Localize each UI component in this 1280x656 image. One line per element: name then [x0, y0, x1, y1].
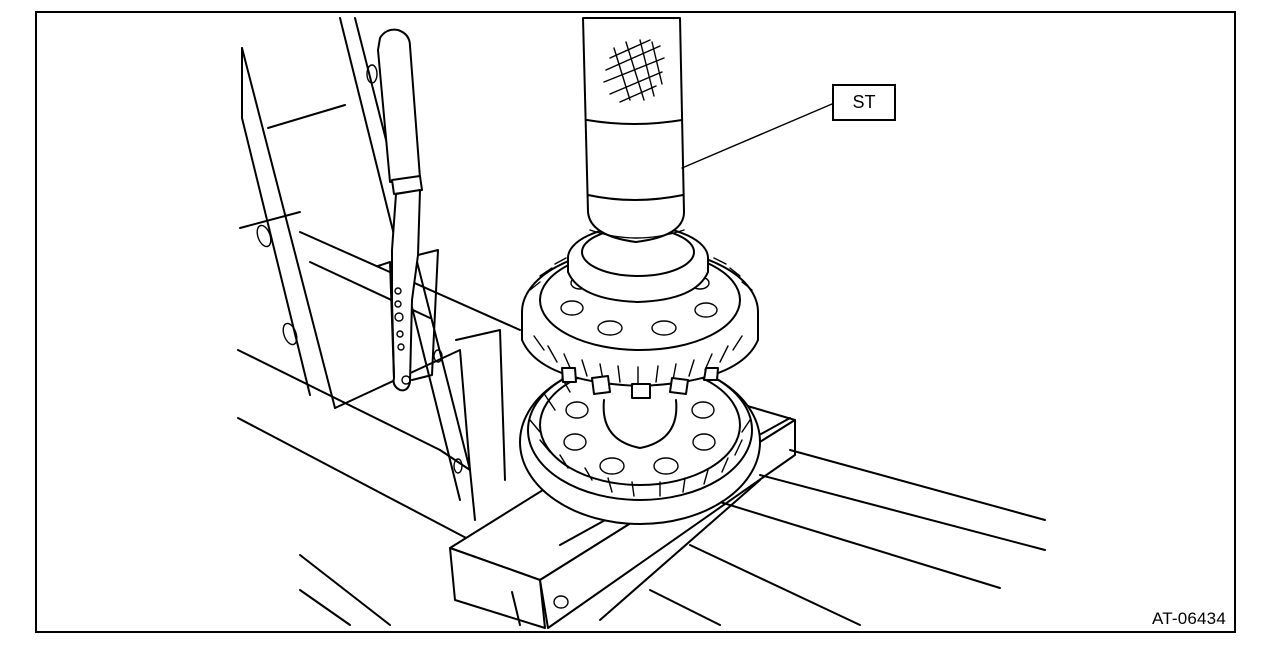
figure-id: AT-06434	[1151, 609, 1226, 628]
press-lever-handle	[377, 28, 439, 392]
st-callout-label: ST	[832, 84, 896, 121]
st-press-tool	[582, 17, 685, 243]
press-frame	[237, 17, 521, 626]
bearing-ring	[567, 225, 709, 303]
lower-helical-gear	[519, 359, 761, 525]
st-leader-line	[681, 103, 833, 169]
